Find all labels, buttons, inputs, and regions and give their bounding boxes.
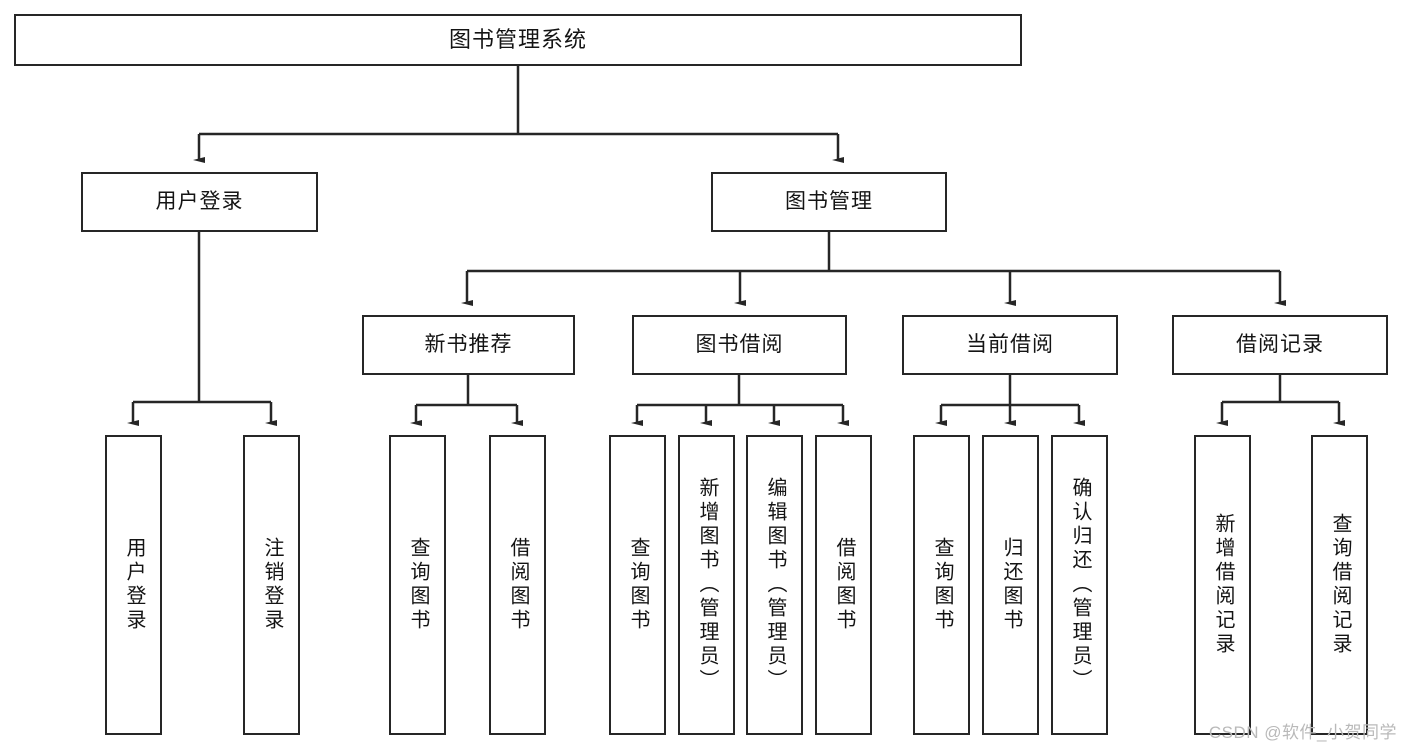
node-label: 新增借阅记录 <box>1212 513 1234 657</box>
node-label: 图书管理系统 <box>448 26 587 52</box>
node-label: 查询图书 <box>407 537 429 633</box>
leaf-query-book-new[interactable]: 查询图书 <box>389 435 446 735</box>
leaf-user-login[interactable]: 用户登录 <box>105 435 162 735</box>
watermark: CSDN @软件_小贺同学 <box>1208 723 1397 742</box>
node-root-system[interactable]: 图书管理系统 <box>14 14 1022 66</box>
node-label: 查询图书 <box>931 537 953 633</box>
node-borrow-records[interactable]: 借阅记录 <box>1172 315 1388 375</box>
leaf-confirm-return-admin[interactable]: 确认归还（管理员） <box>1051 435 1108 735</box>
leaf-borrow-book[interactable]: 借阅图书 <box>815 435 872 735</box>
node-label: 查询图书 <box>627 537 649 633</box>
node-book-borrow[interactable]: 图书借阅 <box>632 315 847 375</box>
node-label: 图书借阅 <box>695 333 784 357</box>
leaf-return-book[interactable]: 归还图书 <box>982 435 1039 735</box>
node-label: 借阅记录 <box>1236 333 1324 357</box>
node-label: 用户登录 <box>155 190 244 214</box>
leaf-add-borrow-record[interactable]: 新增借阅记录 <box>1194 435 1251 735</box>
leaf-edit-book-admin[interactable]: 编辑图书（管理员） <box>746 435 803 735</box>
leaf-query-book-current[interactable]: 查询图书 <box>913 435 970 735</box>
leaf-query-book-borrow[interactable]: 查询图书 <box>609 435 666 735</box>
node-label: 新增图书（管理员） <box>696 477 718 693</box>
node-label: 确认归还（管理员） <box>1069 477 1091 693</box>
node-label: 用户登录 <box>123 537 145 633</box>
leaf-query-borrow-record[interactable]: 查询借阅记录 <box>1311 435 1368 735</box>
node-label: 当前借阅 <box>966 333 1054 357</box>
node-book-management[interactable]: 图书管理 <box>711 172 947 232</box>
leaf-add-book-admin[interactable]: 新增图书（管理员） <box>678 435 735 735</box>
node-label: 借阅图书 <box>507 537 529 633</box>
node-user-login[interactable]: 用户登录 <box>81 172 318 232</box>
node-label: 注销登录 <box>261 537 283 633</box>
node-label: 编辑图书（管理员） <box>764 477 786 693</box>
node-current-borrow[interactable]: 当前借阅 <box>902 315 1118 375</box>
node-new-book-recommend[interactable]: 新书推荐 <box>362 315 575 375</box>
node-label: 查询借阅记录 <box>1329 513 1351 657</box>
node-label: 新书推荐 <box>424 333 513 357</box>
node-label: 图书管理 <box>785 190 873 214</box>
leaf-logout[interactable]: 注销登录 <box>243 435 300 735</box>
node-label: 借阅图书 <box>833 537 855 633</box>
leaf-borrow-book-new[interactable]: 借阅图书 <box>489 435 546 735</box>
node-label: 归还图书 <box>1000 537 1022 633</box>
